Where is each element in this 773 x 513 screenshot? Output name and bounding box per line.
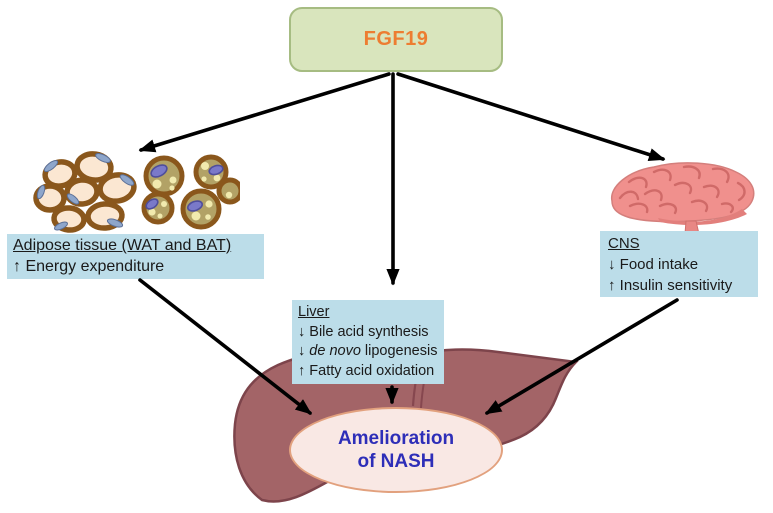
bat-lipid-droplets	[148, 162, 233, 221]
wat-cell-nuclei	[36, 153, 135, 231]
brain-outline	[611, 162, 755, 223]
liver-info-box: Liver ↓ Bile acid synthesis ↓ de novo li…	[292, 300, 444, 384]
brain-icon	[611, 162, 755, 235]
liver-line-fatty-acid: ↑ Fatty acid oxidation	[298, 362, 435, 379]
wat-cell-cluster	[33, 151, 137, 233]
adipose-line-energy-expenditure: ↑ Energy expenditure	[13, 258, 165, 275]
brain-gyri-lines	[618, 165, 746, 215]
cns-line-insulin-sensitivity: ↑ Insulin sensitivity	[608, 277, 733, 294]
bat-nuclei	[145, 164, 224, 212]
adipose-heading: Adipose tissue (WAT and BAT)	[13, 237, 232, 254]
brain-lower-band	[658, 209, 747, 226]
adipose-tissue-icon	[33, 151, 240, 233]
arrow-adipose-to-outcome	[138, 278, 312, 415]
liver-line-de-novo: ↓ de novo lipogenesis	[298, 342, 438, 362]
outcome-line2: of NASH	[357, 451, 435, 472]
fgf19-node: FGF19	[289, 7, 503, 72]
de-novo-arrow: ↓	[298, 343, 310, 359]
adipose-info-box: Adipose tissue (WAT and BAT) ↑ Energy ex…	[7, 234, 264, 279]
outcome-line1: Amelioration	[337, 428, 455, 449]
cns-line-food-intake: ↓ Food intake	[608, 256, 699, 273]
liver-line-bile-acid: ↓ Bile acid synthesis	[298, 323, 429, 340]
de-novo-rest: lipogenesis	[360, 343, 438, 359]
arrow-fgf19-to-brain	[396, 72, 666, 162]
cns-info-box: CNS ↓ Food intake ↑ Insulin sensitivity	[600, 231, 758, 297]
arrow-fgf19-to-adipose	[138, 72, 391, 153]
bat-cell-cluster	[141, 154, 240, 230]
cns-heading: CNS	[608, 235, 640, 252]
fgf19-label: FGF19	[363, 28, 429, 50]
arrow-cns-to-outcome	[484, 298, 679, 415]
outcome-ellipse: Amelioration of NASH	[289, 407, 503, 493]
de-novo-italic: de novo	[309, 343, 361, 359]
liver-heading: Liver	[298, 304, 330, 320]
